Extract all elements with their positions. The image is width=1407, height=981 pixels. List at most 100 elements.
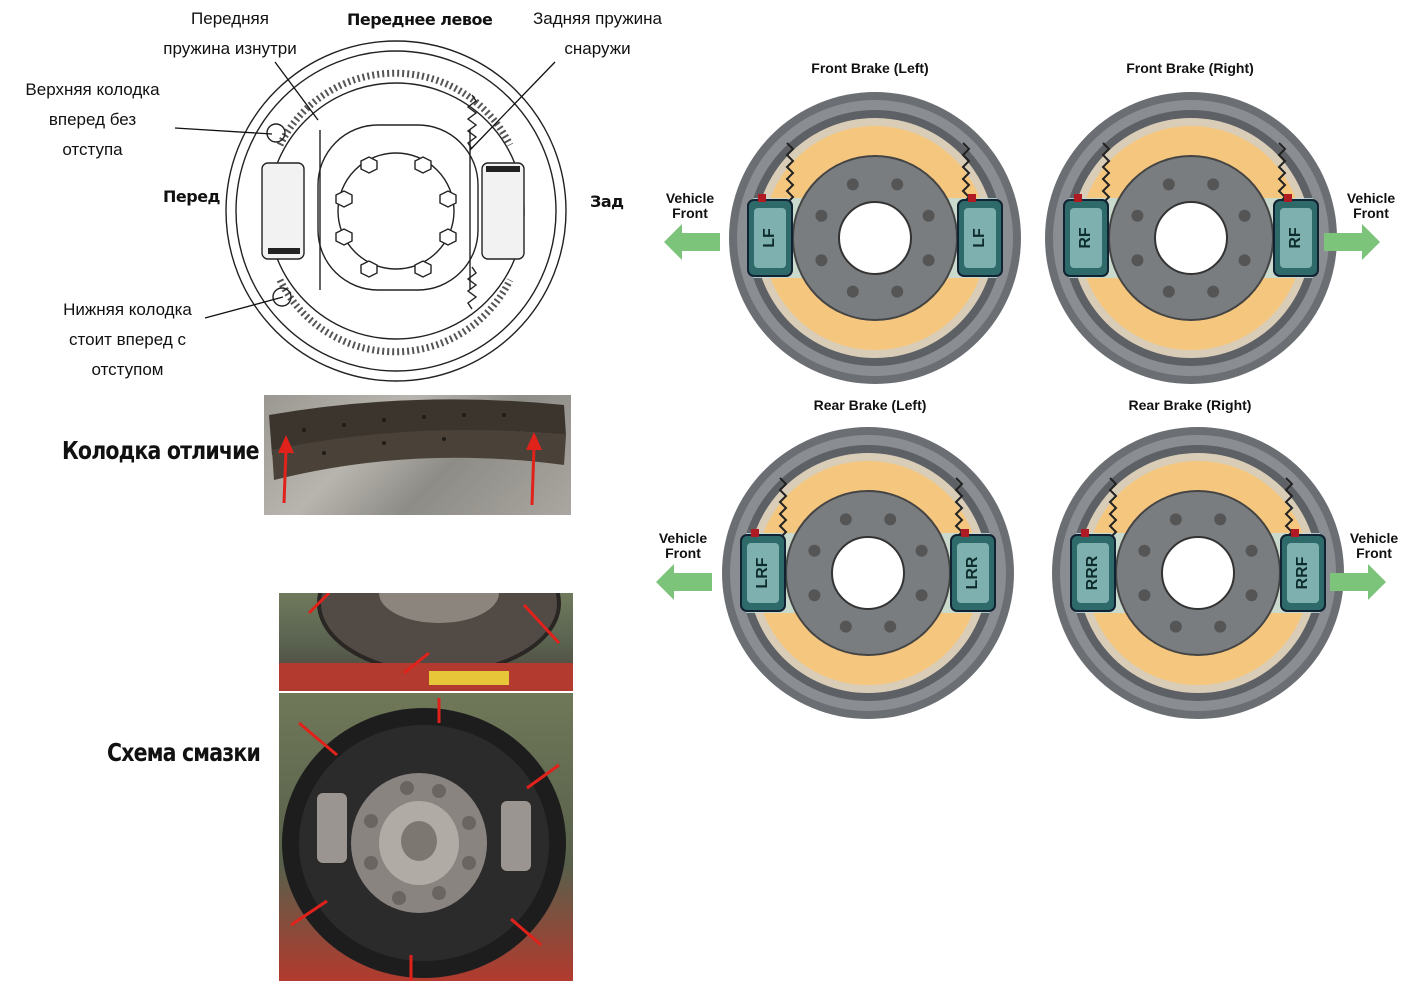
front-label: Перед xyxy=(163,187,220,206)
hub-bolt xyxy=(808,589,821,602)
bleeder-valve xyxy=(1291,529,1299,537)
hub-bolt xyxy=(884,620,897,633)
hub-bolt xyxy=(1238,209,1251,222)
callout-rear-spring: Задняя пружина снаружи xyxy=(520,4,675,64)
cylinder-label-right: LF xyxy=(971,228,988,248)
vehicle-front-word1: Vehicle xyxy=(658,530,708,546)
vehicle-front-arrow-3 xyxy=(1330,564,1386,600)
return-spring xyxy=(1277,142,1287,204)
brake-schematic xyxy=(210,35,590,385)
vehicle-front-word2: Front xyxy=(1356,545,1392,561)
callout-upper-shoe-line3: отступа xyxy=(62,140,123,159)
bleeder-valve xyxy=(968,194,976,202)
hub-bolt xyxy=(1138,544,1151,557)
hub-bolt xyxy=(1245,589,1258,602)
bleeder-valve xyxy=(961,529,969,537)
wheel-cylinder-body xyxy=(754,208,786,268)
hub-bolt xyxy=(839,513,852,526)
hub-bolt xyxy=(1162,285,1175,298)
lube-drum-photo-drawing xyxy=(282,698,566,981)
vehicle-front-arrow-2 xyxy=(656,564,712,600)
hub-bolt xyxy=(815,254,828,267)
cylinder-label-right: RF xyxy=(1287,227,1304,249)
rear-label: Зад xyxy=(590,192,624,211)
callout-upper-shoe-line2: вперед без xyxy=(48,110,137,129)
return-spring xyxy=(1101,142,1111,204)
wheel-cylinder-body xyxy=(1077,543,1109,603)
vehicle-front-arrow-0 xyxy=(664,224,720,260)
vehicle-front-word1: Vehicle xyxy=(665,190,715,206)
hub-hole xyxy=(1154,201,1228,275)
hub-bolt xyxy=(846,285,859,298)
hub-hole xyxy=(1161,536,1235,610)
callout-upper-shoe-line1: Верхняя колодка xyxy=(25,80,160,99)
schematic-drawing xyxy=(225,40,567,382)
wheel-cylinder-body xyxy=(1070,208,1102,268)
callout-front-spring-line2: пружина изнутри xyxy=(163,39,297,58)
wheel-cylinder-body xyxy=(1280,208,1312,268)
cylinder-label-right: RRF xyxy=(1294,556,1311,589)
vehicle-front-word2: Front xyxy=(672,205,708,221)
cylinder-label-left: RRR xyxy=(1084,555,1101,590)
callout-upper-shoe: Верхняя колодка вперед без отступа xyxy=(10,75,175,165)
bleeder-valve xyxy=(1081,529,1089,537)
hub-bolt xyxy=(915,589,928,602)
schematic-title: Переднее левое xyxy=(347,10,493,29)
vehicle-front-label-4: Vehicle Front xyxy=(1341,531,1407,561)
hub-bolt xyxy=(891,285,904,298)
return-spring xyxy=(1108,477,1118,539)
hub-bolt xyxy=(1162,178,1175,191)
hub-bolt xyxy=(1207,285,1220,298)
bleeder-valve xyxy=(1284,194,1292,202)
hub-bolt xyxy=(1214,620,1227,633)
cylinder-label-left: RF xyxy=(1077,227,1094,249)
hub-bolt xyxy=(808,544,821,557)
callout-lower-shoe: Нижняя колодка стоит вперед с отступом xyxy=(45,295,210,385)
vehicle-front-word1: Vehicle xyxy=(1349,530,1399,546)
return-spring xyxy=(954,477,964,539)
cylinder-label-left: LF xyxy=(761,228,778,248)
diagram-title-rear-left: Rear Brake (Left) xyxy=(813,397,927,413)
hub-bolt xyxy=(1214,513,1227,526)
brake-diagram-panel: LF LF RF RF LRF LRR RRR RRF xyxy=(656,92,1386,719)
return-spring xyxy=(778,477,788,539)
bleeder-valve xyxy=(1074,194,1082,202)
wheel-cylinder-body xyxy=(1287,543,1319,603)
lube-top-photo-drawing xyxy=(279,593,573,691)
callout-front-spring-line1: Передняя xyxy=(191,9,269,28)
callout-lower-shoe-line3: отступом xyxy=(91,360,164,379)
lube-caption: Схема смазки xyxy=(107,738,261,767)
callout-lower-shoe-line1: Нижняя колодка xyxy=(63,300,192,319)
diagram-title-front-left: Front Brake (Left) xyxy=(811,60,929,76)
vehicle-front-word2: Front xyxy=(665,545,701,561)
diagram-title-rear-right: Rear Brake (Right) xyxy=(1128,397,1252,413)
vehicle-front-word2: Front xyxy=(1353,205,1389,221)
cylinder-label-right: LRR xyxy=(964,556,981,589)
hub-bolt xyxy=(1238,254,1251,267)
hub-bolt xyxy=(891,178,904,191)
cylinder-label-left: LRF xyxy=(754,557,771,588)
vehicle-front-label-2: Vehicle Front xyxy=(1336,191,1406,221)
callout-rear-spring-line2: снаружи xyxy=(564,39,631,58)
vehicle-front-label-3: Vehicle Front xyxy=(648,531,718,561)
diagram-title-front-right: Front Brake (Right) xyxy=(1126,60,1254,76)
brake-diagram-2: LRF LRR xyxy=(722,427,1014,719)
vehicle-front-label-1: Vehicle Front xyxy=(655,191,725,221)
hub-hole xyxy=(838,201,912,275)
wheel-cylinder-body xyxy=(747,543,779,603)
bleeder-valve xyxy=(751,529,759,537)
hub-hole xyxy=(831,536,905,610)
callout-front-spring: Передняя пружина изнутри xyxy=(150,4,310,64)
hub-bolt xyxy=(815,209,828,222)
lube-drum-photo xyxy=(279,693,573,981)
hub-bolt xyxy=(1207,178,1220,191)
hub-bolt xyxy=(1169,620,1182,633)
callout-rear-spring-line1: Задняя пружина xyxy=(532,9,663,28)
hub-bolt xyxy=(1245,544,1258,557)
brake-diagram-1: RF RF xyxy=(1045,92,1337,384)
return-spring xyxy=(785,142,795,204)
wheel-cylinder-body xyxy=(964,208,996,268)
brake-diagram-0: LF LF xyxy=(729,92,1021,384)
hub-bolt xyxy=(846,178,859,191)
lube-top-photo xyxy=(279,593,573,691)
